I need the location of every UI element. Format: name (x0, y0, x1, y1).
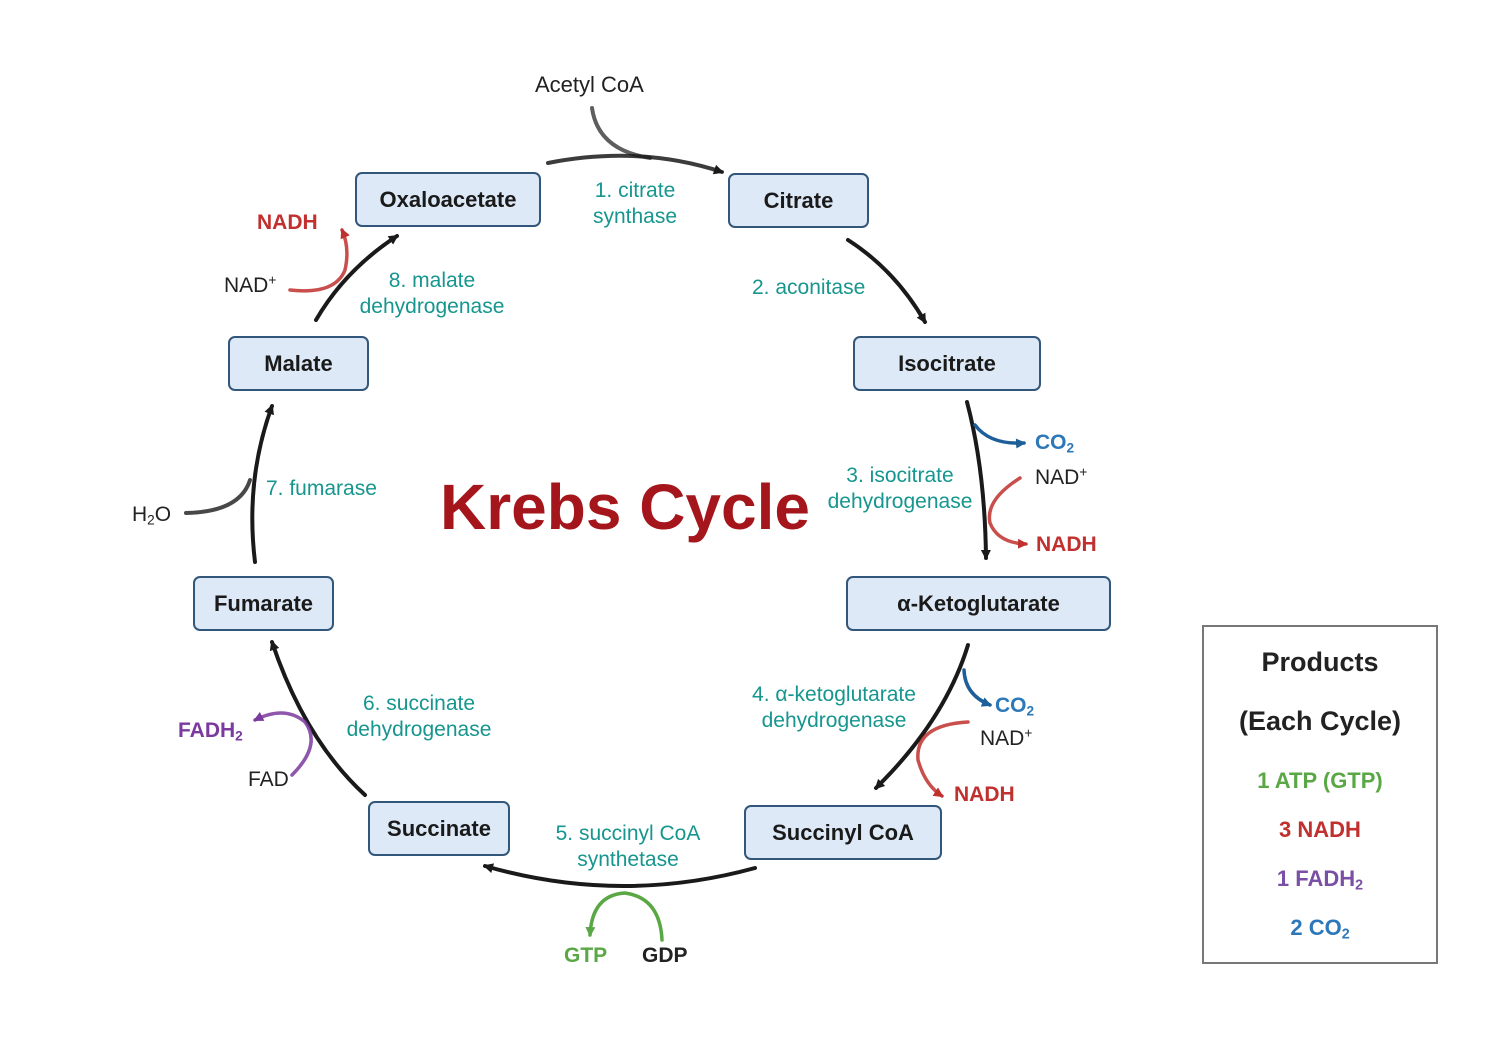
step6-fadh2: FADH2 (178, 719, 243, 744)
arrow-step8 (314, 234, 399, 322)
step4-co2: CO2 (995, 694, 1035, 719)
arrow-step2 (846, 238, 927, 324)
step4-nad: NAD+ (980, 725, 1033, 750)
arrow-step7 (250, 404, 274, 564)
diagram-title: Krebs Cycle (440, 471, 810, 543)
arrow-step5 (483, 863, 757, 888)
step7-h2o: H2O (132, 503, 172, 528)
arrow-step3 (965, 400, 991, 560)
enzyme-step8: 8. malate dehydrogenase (359, 269, 505, 318)
node-succinate: Succinate (368, 801, 510, 856)
product-co2: 2 CO2 (1290, 915, 1350, 943)
products-panel: Products (Each Cycle) 1 ATP (GTP) 3 NADH… (1202, 625, 1438, 964)
step6-fad: FAD (248, 768, 289, 791)
node-oxaloacetate: Oxaloacetate (355, 172, 541, 227)
arrow-step5-gtp (585, 891, 664, 942)
product-fadh2: 1 FADH2 (1276, 866, 1364, 894)
step3-nad: NAD+ (1035, 464, 1088, 489)
arrow-step3-nadh (987, 476, 1028, 549)
enzyme-step6: 6. succinate dehydrogenase (346, 692, 492, 741)
arrow-step1 (546, 153, 724, 175)
arrow-step4 (874, 643, 970, 790)
arrow-step4-nadh (916, 720, 970, 798)
enzyme-step7: 7. fumarase (266, 477, 377, 500)
step8-nad: NAD+ (224, 272, 277, 297)
node-fumarate: Fumarate (193, 576, 334, 631)
products-heading: Products (1261, 647, 1379, 677)
step4-nadh: NADH (954, 783, 1015, 806)
step3-nadh: NADH (1036, 533, 1097, 556)
arrow-step4-co2 (962, 668, 992, 707)
arrow-acetyl-coa-input (590, 106, 652, 160)
node-citrate: Citrate (728, 173, 869, 228)
products-subheading: (Each Cycle) (1238, 706, 1402, 736)
product-nadh: 3 NADH (1279, 817, 1361, 842)
enzyme-step1: 1. citrate synthase (592, 179, 678, 228)
arrow-step3-co2 (973, 423, 1026, 449)
enzyme-step5: 5. succinyl CoA synthetase (555, 822, 701, 871)
node-malate: Malate (228, 336, 369, 391)
enzyme-step3: 3. isocitrate dehydrogenase (827, 464, 973, 513)
step5-gtp: GTP (564, 944, 608, 967)
arrow-step6-fadh2 (253, 711, 313, 777)
node-isocitrate: Isocitrate (853, 336, 1041, 391)
node-alpha-ketoglutarate: α-Ketoglutarate (846, 576, 1111, 631)
step5-gdp: GDP (642, 944, 688, 967)
arrow-step6 (269, 640, 367, 797)
step3-co2: CO2 (1035, 431, 1075, 456)
node-succinyl-coa: Succinyl CoA (744, 805, 942, 860)
arrow-step8-nadh (288, 228, 350, 293)
arrow-step7-h2o (184, 478, 252, 515)
input-acetyl-coa: Acetyl CoA (535, 72, 644, 97)
product-atp: 1 ATP (GTP) (1257, 768, 1383, 793)
enzyme-step2: 2. aconitase (752, 276, 866, 299)
enzyme-step4: 4. α-ketoglutarate dehydrogenase (752, 683, 916, 732)
step8-nadh: NADH (257, 211, 318, 234)
